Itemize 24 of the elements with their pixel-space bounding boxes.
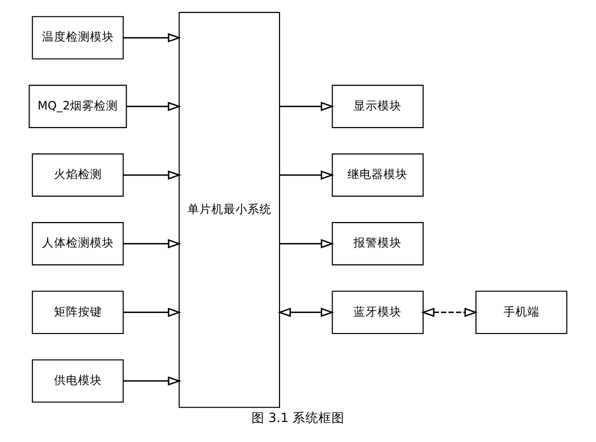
node-box: 显示模块 (332, 84, 424, 128)
arrow (123, 170, 182, 180)
arrow (123, 308, 182, 318)
node-box: 供电模块 (32, 359, 124, 403)
arrow (280, 102, 334, 112)
node-box: 火焰检测 (32, 153, 124, 197)
node-box: 继电器模块 (332, 153, 424, 197)
node-box: 矩阵按键 (32, 290, 124, 334)
arrow (421, 308, 478, 318)
node-box: 报警模块 (332, 222, 424, 266)
node-box: MQ_2烟雾检测 (28, 84, 127, 128)
caption: 图 3.1 系统框图 (251, 410, 345, 425)
arrow (123, 376, 182, 386)
node-box: 蓝牙模块 (332, 290, 424, 334)
arrow (280, 170, 334, 180)
arrow (278, 308, 334, 318)
arrow (280, 239, 334, 248)
node-box: 单片机最小系统 (178, 12, 280, 408)
arrow (126, 102, 182, 112)
node-box: 温度检测模块 (32, 16, 124, 60)
arrow (123, 33, 182, 42)
arrow (123, 239, 182, 248)
node-box: 人体检测模块 (32, 222, 124, 266)
node-box: 手机端 (475, 290, 568, 334)
